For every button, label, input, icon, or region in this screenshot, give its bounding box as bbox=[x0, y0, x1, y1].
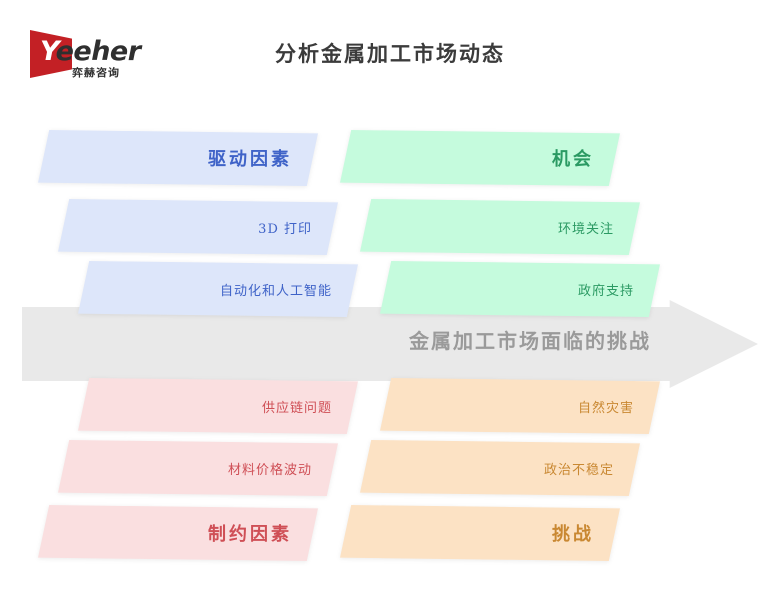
page-header: Yeeher 弈赫咨询 分析金属加工市场动态 bbox=[0, 0, 780, 110]
page-title: 分析金属加工市场动态 bbox=[275, 41, 505, 66]
banner-challenges-heading[interactable]: 挑战 bbox=[340, 505, 620, 561]
banner-drivers-item-2[interactable]: 自动化和人工智能 bbox=[78, 261, 358, 317]
banner-shape bbox=[58, 199, 338, 255]
banner-label: 驱动因素 bbox=[208, 149, 292, 170]
logo-wordmark: Yeeher bbox=[40, 38, 141, 65]
banner-label: 机会 bbox=[552, 149, 594, 170]
banner-shape bbox=[360, 199, 640, 255]
banner-shape bbox=[78, 261, 358, 317]
banner-shape bbox=[38, 130, 318, 186]
logo-subtitle: 弈赫咨询 bbox=[72, 67, 120, 79]
banner-opportunities-heading[interactable]: 机会 bbox=[340, 130, 620, 186]
banner-label: 自然灾害 bbox=[577, 400, 634, 416]
logo-word-rest: eeher bbox=[55, 36, 141, 67]
banner-label: 政府支持 bbox=[577, 283, 634, 299]
logo-word-first-letter: Y bbox=[40, 36, 56, 67]
banner-shape bbox=[38, 505, 318, 561]
banner-label: 材料价格波动 bbox=[227, 462, 312, 478]
banner-drivers-heading[interactable]: 驱动因素 bbox=[38, 130, 318, 186]
banner-shape bbox=[340, 130, 620, 186]
center-arrow-label: 金属加工市场面临的挑战 bbox=[409, 329, 651, 353]
brand-logo: Yeeher 弈赫咨询 bbox=[30, 28, 150, 84]
banner-label: 政治不稳定 bbox=[543, 462, 614, 478]
banner-shape bbox=[360, 440, 640, 496]
banner-opportunities-item-1[interactable]: 环境关注 bbox=[360, 199, 640, 255]
banner-shape bbox=[78, 378, 358, 434]
banner-label: 环境关注 bbox=[557, 221, 614, 237]
banner-opportunities-item-2[interactable]: 政府支持 bbox=[380, 261, 660, 317]
banner-label: 挑战 bbox=[552, 524, 594, 545]
banner-restraints-item-1[interactable]: 供应链问题 bbox=[78, 378, 358, 434]
banner-label: 自动化和人工智能 bbox=[219, 283, 332, 299]
banner-restraints-item-2[interactable]: 材料价格波动 bbox=[58, 440, 338, 496]
banner-label: 供应链问题 bbox=[261, 400, 332, 416]
banner-restraints-heading[interactable]: 制约因素 bbox=[38, 505, 318, 561]
banner-label: 制约因素 bbox=[208, 524, 292, 545]
banner-label: 3D 打印 bbox=[258, 221, 312, 237]
banner-shape bbox=[380, 378, 660, 434]
logo-mark-icon bbox=[30, 30, 72, 78]
banner-challenges-item-1[interactable]: 自然灾害 bbox=[380, 378, 660, 434]
banner-shape bbox=[380, 261, 660, 317]
banner-challenges-item-2[interactable]: 政治不稳定 bbox=[360, 440, 640, 496]
banner-shape bbox=[58, 440, 338, 496]
banner-drivers-item-1[interactable]: 3D 打印 bbox=[58, 199, 338, 255]
banner-shape bbox=[340, 505, 620, 561]
